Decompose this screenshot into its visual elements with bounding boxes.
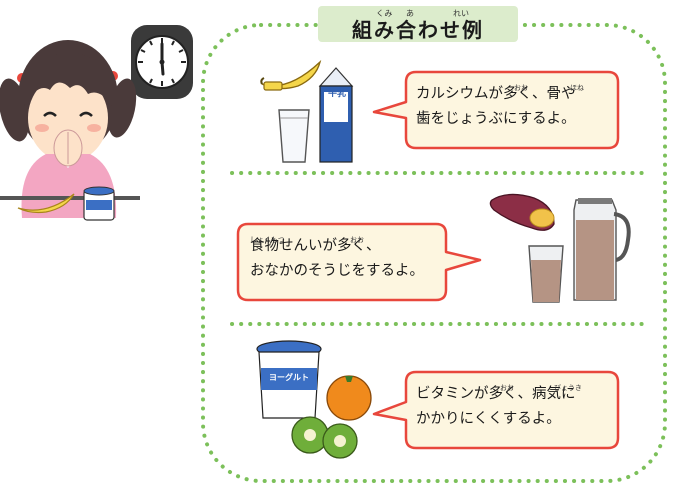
milk-glass-icon	[278, 109, 310, 163]
milk-carton-icon	[318, 67, 354, 163]
page-title: 組み合わせ例	[352, 17, 484, 42]
clock-icon	[131, 25, 193, 99]
example-2-line-2: おなかのそうじをするよ。	[250, 263, 424, 279]
title-box: くみ あ れい 組み合わせ例	[318, 6, 518, 42]
ruby-oo-3: おお	[500, 384, 514, 392]
banana-icon	[17, 193, 75, 214]
bubble-2	[236, 222, 482, 302]
title-ruby-1: くみ	[376, 9, 393, 18]
example-3-line-1: ビタミンが多く、病気に	[416, 386, 576, 402]
orange-icon	[326, 375, 372, 421]
example-3-text: おお びょうき ビタミンが多く、病気に かかりにくくするよ。	[416, 382, 582, 432]
example-1-line-1: カルシウムが多く、骨や	[416, 86, 576, 102]
yogurt-label: ヨーグルト	[269, 373, 309, 382]
title-ruby-2: あ	[406, 9, 414, 18]
banana-icon	[260, 59, 322, 91]
example-2-line-1: 食物せんいが多く、	[250, 238, 381, 254]
ruby-oo-1: おお	[514, 84, 528, 92]
milk-carton-label: 牛乳	[327, 89, 346, 99]
kiwi-icon	[291, 416, 358, 459]
title-ruby-3: れい	[453, 9, 469, 18]
ruby-oo-2: おお	[350, 236, 364, 244]
small-yogurt-icon	[83, 186, 115, 221]
ruby-byouki: びょうき	[554, 384, 582, 392]
cocoa-glass-icon	[528, 245, 564, 303]
ruby-ha: は	[418, 110, 425, 118]
example-2-text: しょくもつ おお 食物せんいが多く、 おなかのそうじをするよ。	[250, 234, 424, 284]
yogurt-cup-icon	[256, 340, 322, 419]
ruby-shokumotsu: しょくもつ	[250, 236, 285, 244]
speech-bubble-1	[372, 70, 620, 150]
example-1-line-2: 歯をじょうぶにするよ。	[416, 111, 576, 127]
sweet-potato-icon	[489, 193, 555, 231]
cocoa-pitcher-icon	[573, 198, 631, 301]
example-3-line-2: かかりにくくするよ。	[416, 411, 561, 427]
example-1-text: おお ほね は カルシウムが多く、骨や 歯をじょうぶにするよ。	[416, 82, 584, 132]
ruby-hone: ほね	[570, 84, 584, 92]
speech-bubble-3	[372, 370, 620, 450]
